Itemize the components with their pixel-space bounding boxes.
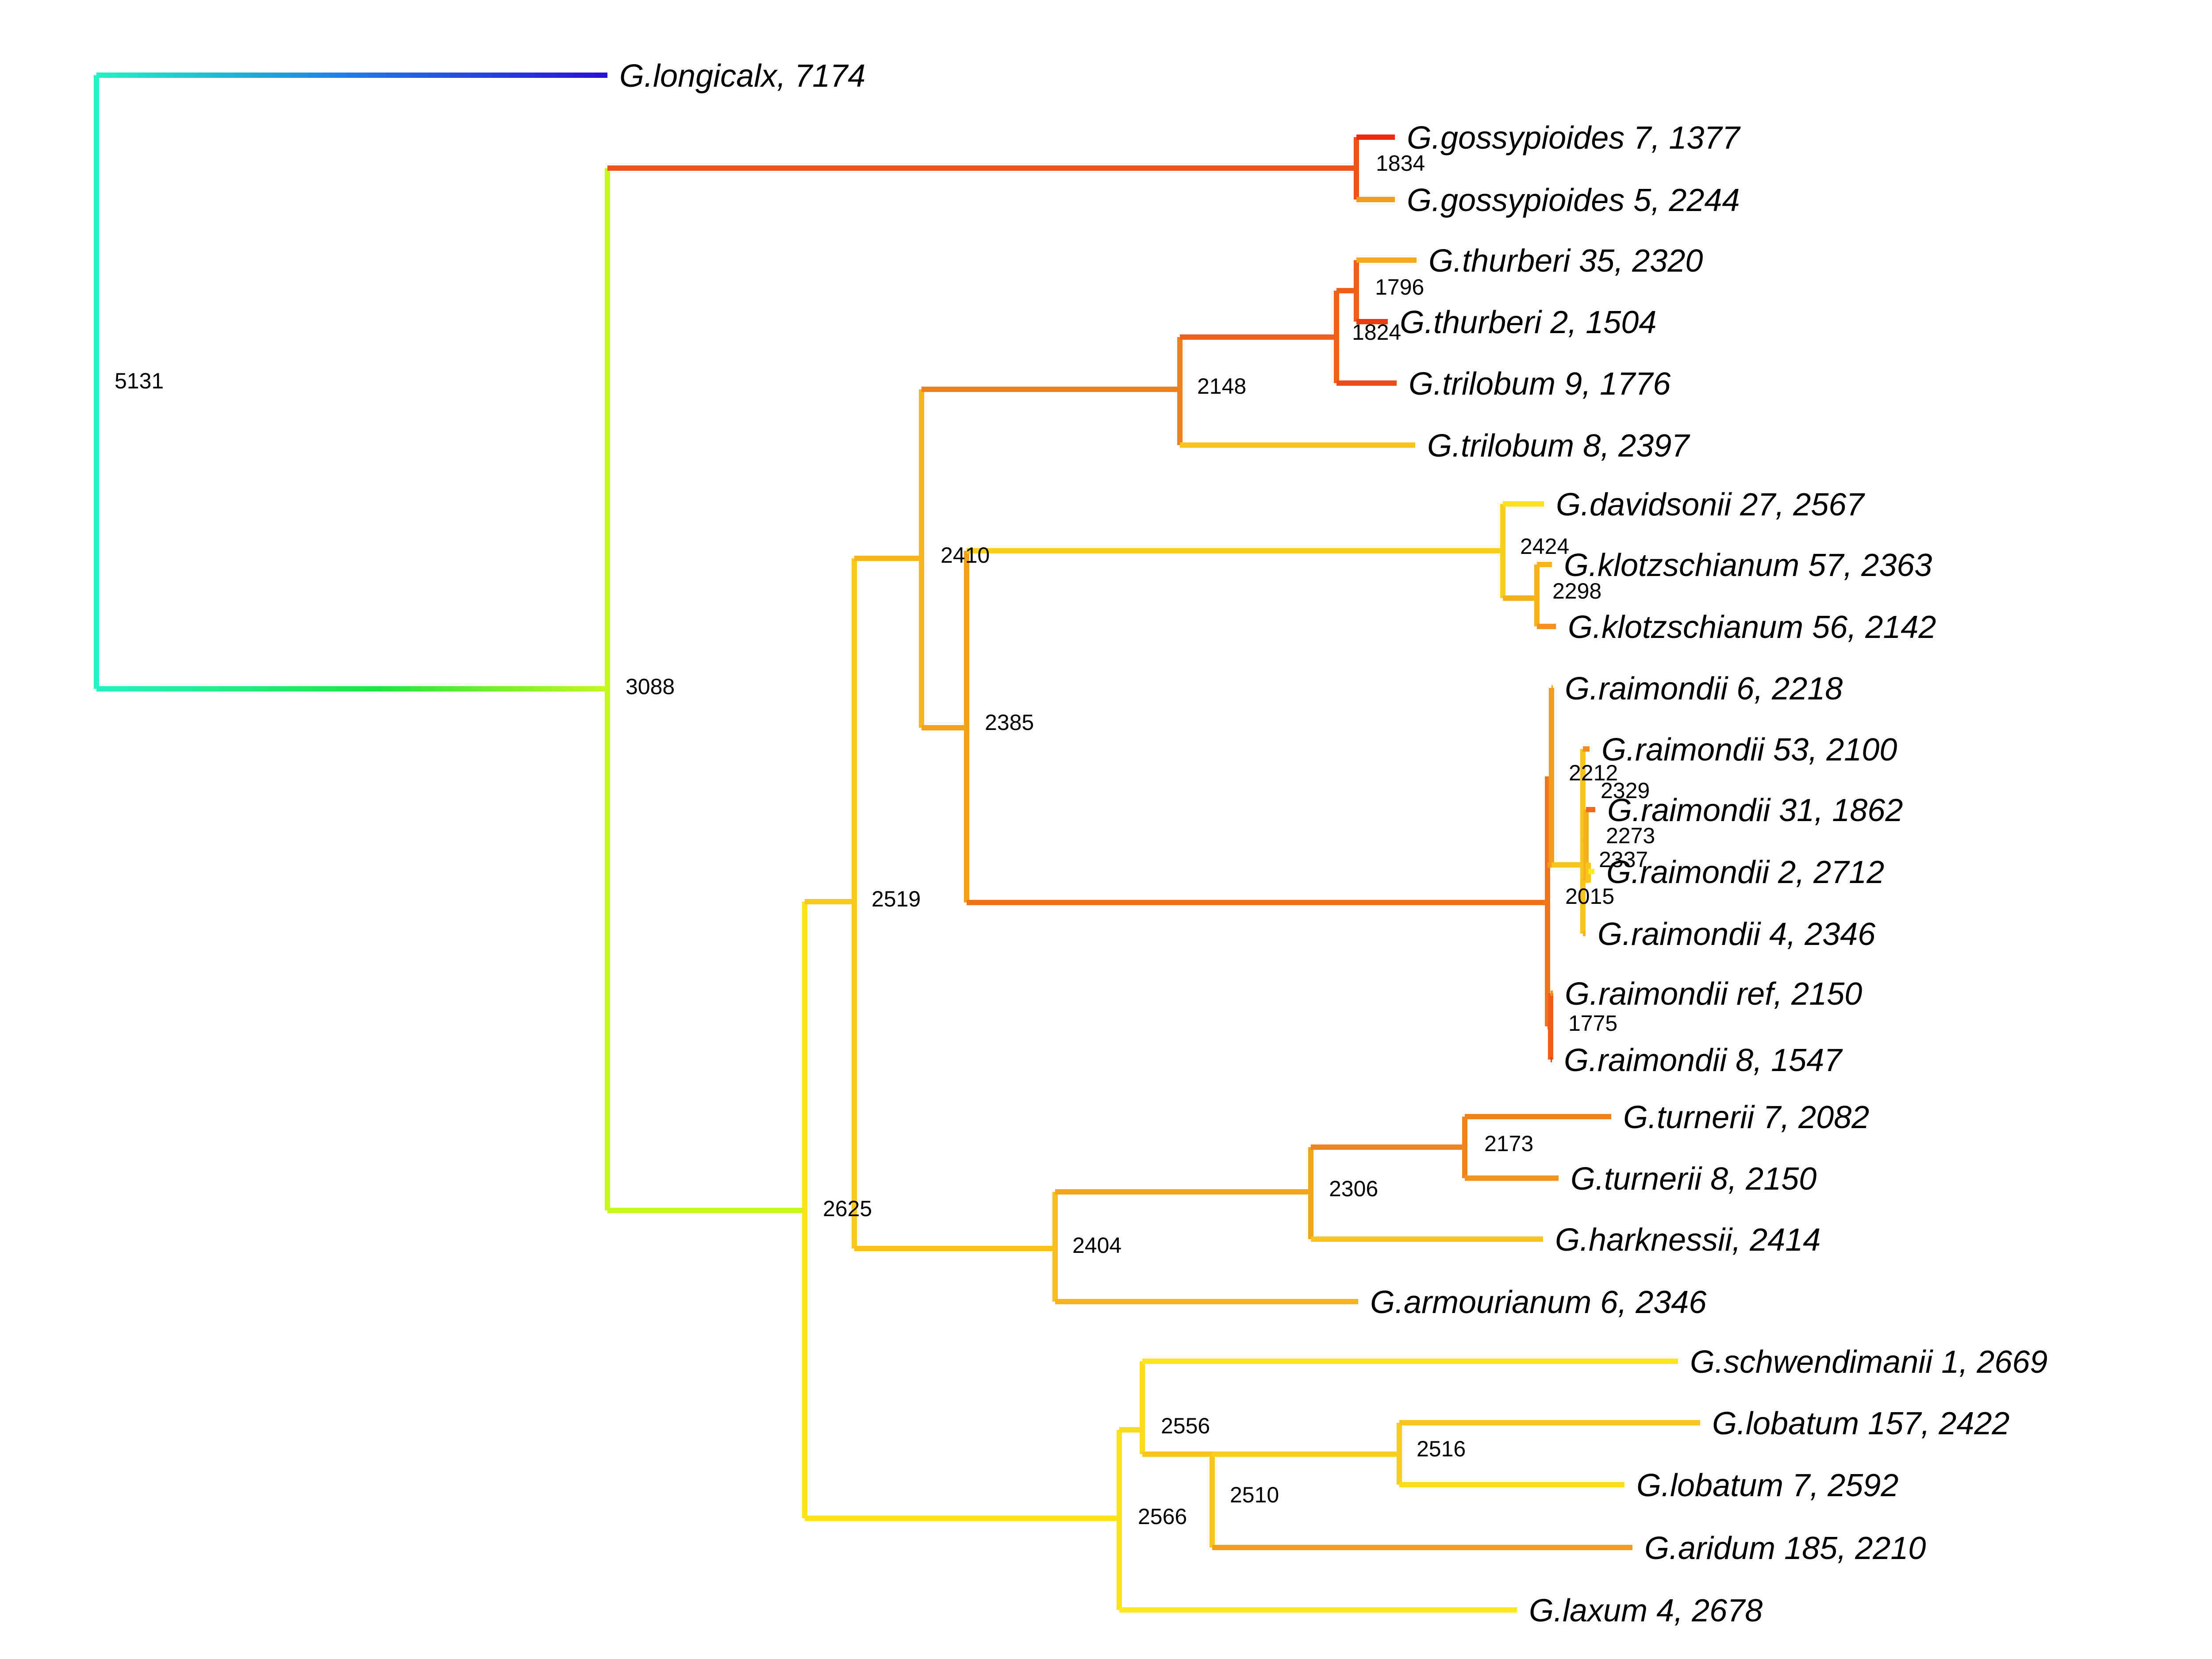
- node-label-2329: 2329: [1601, 778, 1650, 803]
- tip-label-raimondii-6: G.raimondii 6, 2218: [1565, 671, 1843, 707]
- tip-label-raimondii-2: G.raimondii 2, 2712: [1606, 855, 1884, 890]
- node-labels: 5131 3088 2625 2519 2410 2148 1796 1824 …: [115, 151, 1655, 1529]
- tip-label-turnerii-7: G.turnerii 7, 2082: [1623, 1100, 1869, 1135]
- tip-label-lobatum-157: G.lobatum 157, 2422: [1712, 1406, 2009, 1441]
- node-label-2337: 2337: [1599, 847, 1648, 872]
- tip-label-klotzschianum-57: G.klotzschianum 57, 2363: [1564, 548, 1932, 583]
- node-label-2404: 2404: [1072, 1233, 1121, 1258]
- tip-label-turnerii-8: G.turnerii 8, 2150: [1571, 1161, 1816, 1197]
- node-label-1775: 1775: [1568, 1011, 1617, 1036]
- tip-label-trilobum-9: G.trilobum 9, 1776: [1409, 366, 1671, 402]
- node-label-5131: 5131: [115, 369, 164, 393]
- node-label-2625: 2625: [823, 1196, 872, 1221]
- tip-label-schwendimanii-1: G.schwendimanii 1, 2669: [1690, 1344, 2047, 1380]
- tip-label-raimondii-ref: G.raimondii ref, 2150: [1565, 976, 1862, 1012]
- tip-labels: G.longicalx, 7174 G.gossypioides 7, 1377…: [619, 58, 2047, 1628]
- node-label-3088: 3088: [626, 674, 675, 699]
- node-label-2273: 2273: [1606, 823, 1655, 848]
- tip-label-raimondii-8: G.raimondii 8, 1547: [1564, 1043, 1843, 1078]
- tip-label-raimondii-53: G.raimondii 53, 2100: [1601, 732, 1897, 768]
- tip-label-aridum-185: G.aridum 185, 2210: [1644, 1531, 1926, 1566]
- tip-label-laxum-4: G.laxum 4, 2678: [1529, 1593, 1763, 1628]
- node-label-2148: 2148: [1197, 374, 1246, 399]
- node-label-2566: 2566: [1138, 1504, 1187, 1529]
- node-label-2385: 2385: [985, 710, 1034, 735]
- node-label-1834: 1834: [1376, 151, 1425, 176]
- tip-label-gossypioides-7: G.gossypioides 7, 1377: [1407, 120, 1741, 156]
- tip-label-raimondii-31: G.raimondii 31, 1862: [1607, 793, 1903, 828]
- tip-label-klotzschianum-56: G.klotzschianum 56, 2142: [1568, 610, 1936, 645]
- node-label-2173: 2173: [1484, 1131, 1533, 1156]
- tip-label-thurberi-2: G.thurberi 2, 1504: [1400, 305, 1656, 340]
- node-label-2212: 2212: [1569, 760, 1618, 785]
- node-label-2306: 2306: [1329, 1176, 1378, 1201]
- tip-label-longicalx: G.longicalx, 7174: [619, 58, 865, 94]
- node-label-1824: 1824: [1352, 320, 1401, 345]
- tip-label-gossypioides-5: G.gossypioides 5, 2244: [1407, 183, 1740, 218]
- tree-branches: [94, 73, 1700, 1613]
- node-label-2298: 2298: [1552, 579, 1601, 603]
- tip-label-lobatum-7: G.lobatum 7, 2592: [1636, 1468, 1898, 1503]
- tip-label-armourianum-6: G.armourianum 6, 2346: [1370, 1285, 1707, 1320]
- tip-label-harknessii: G.harknessii, 2414: [1555, 1222, 1820, 1258]
- node-label-2519: 2519: [872, 887, 921, 911]
- tip-label-thurberi-35: G.thurberi 35, 2320: [1429, 243, 1703, 279]
- tip-label-davidsonii-27: G.davidsonii 27, 2567: [1556, 487, 1865, 522]
- tip-label-trilobum-8: G.trilobum 8, 2397: [1427, 428, 1690, 464]
- node-label-2516: 2516: [1417, 1436, 1466, 1461]
- tip-label-raimondii-4: G.raimondii 4, 2346: [1598, 917, 1876, 952]
- node-label-2410: 2410: [941, 543, 990, 568]
- node-label-2015: 2015: [1565, 884, 1614, 909]
- node-label-2556: 2556: [1161, 1413, 1210, 1438]
- node-label-1796: 1796: [1375, 275, 1424, 300]
- node-label-2424: 2424: [1520, 534, 1569, 559]
- node-label-2510: 2510: [1230, 1482, 1279, 1507]
